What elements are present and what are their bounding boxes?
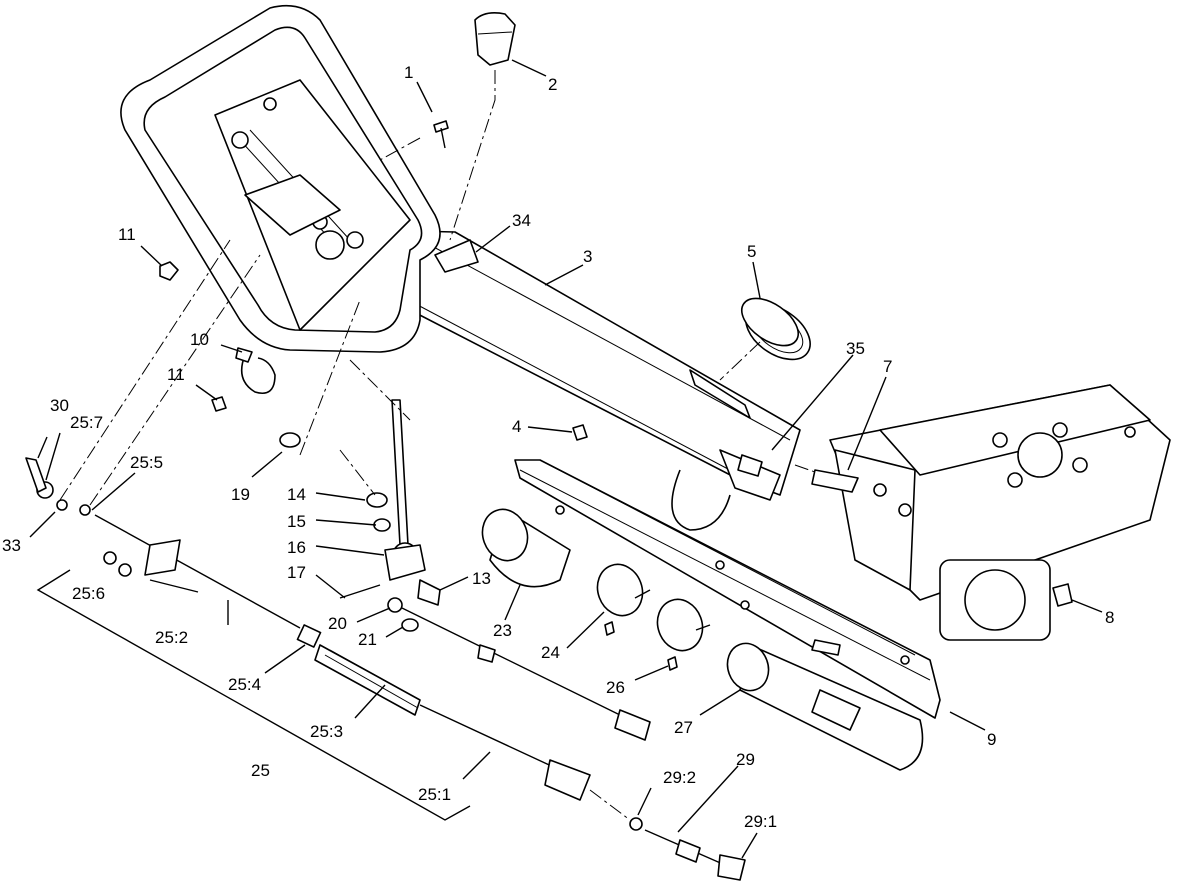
clamp-24a-part [596, 563, 651, 636]
callout-1: 1 [404, 63, 413, 82]
channel-part [514, 459, 941, 719]
callout-16: 16 [287, 538, 306, 557]
callout-29-2: 29:2 [663, 768, 696, 787]
callout-20: 20 [328, 614, 347, 633]
callout-5: 5 [747, 242, 756, 261]
callout-33: 33 [2, 536, 21, 555]
callout-25-7: 25:7 [70, 413, 103, 432]
callout-24: 24 [541, 643, 560, 662]
housing-part [794, 384, 1171, 641]
callout-25-4: 25:4 [228, 675, 261, 694]
clip-part [235, 347, 276, 394]
callout-19: 19 [231, 485, 250, 504]
callout-15: 15 [287, 512, 306, 531]
callout-25-6: 25:6 [72, 584, 105, 603]
callout-7: 7 [883, 357, 892, 376]
callout-29: 29 [736, 750, 755, 769]
callout-14: 14 [287, 485, 306, 504]
callout-13: 13 [472, 569, 491, 588]
cable-upper-part [387, 597, 651, 741]
callout-29-1: 29:1 [744, 812, 777, 831]
clamp-24b-part [656, 598, 711, 671]
cap-part [719, 297, 811, 381]
bolt-part [379, 120, 449, 161]
knob-part [449, 12, 516, 241]
callout-4: 4 [512, 417, 521, 436]
callout-30: 30 [50, 396, 69, 415]
callout-35: 35 [846, 339, 865, 358]
shift-rod-part [279, 299, 441, 606]
callout-25-1: 25:1 [418, 785, 451, 804]
callout-17: 17 [287, 563, 306, 582]
sleeve-27-part [726, 642, 924, 771]
callout-9: 9 [987, 730, 996, 749]
callout-8: 8 [1105, 608, 1114, 627]
callout-11-upper: 11 [118, 225, 136, 244]
callout-10: 10 [190, 330, 209, 349]
callout-25-5: 25:5 [130, 453, 163, 472]
callout-11-lower: 11 [167, 365, 185, 384]
callout-2: 2 [548, 75, 557, 94]
callout-25-3: 25:3 [310, 722, 343, 741]
main-tube-part [369, 229, 801, 531]
callout-25: 25 [251, 761, 270, 780]
callout-labels: 1 2 3 4 5 7 8 9 10 11 11 13 14 15 16 17 … [2, 63, 1114, 831]
cable-25-part [25, 457, 591, 801]
callout-25-2: 25:2 [155, 628, 188, 647]
nut-4 [572, 424, 588, 441]
cable-29-part [589, 789, 746, 881]
assembly-bracket-25 [36, 569, 471, 821]
callout-21: 21 [358, 630, 377, 649]
sleeve-23-part [481, 508, 571, 588]
callout-3: 3 [583, 247, 592, 266]
callout-23: 23 [493, 621, 512, 640]
callout-26: 26 [606, 678, 625, 697]
callout-27: 27 [674, 718, 693, 737]
callout-34: 34 [512, 211, 531, 230]
nut-11-upper [159, 261, 179, 281]
nut-11-lower [211, 396, 227, 412]
leader-lines [29, 59, 1103, 859]
handle-part [120, 4, 441, 353]
